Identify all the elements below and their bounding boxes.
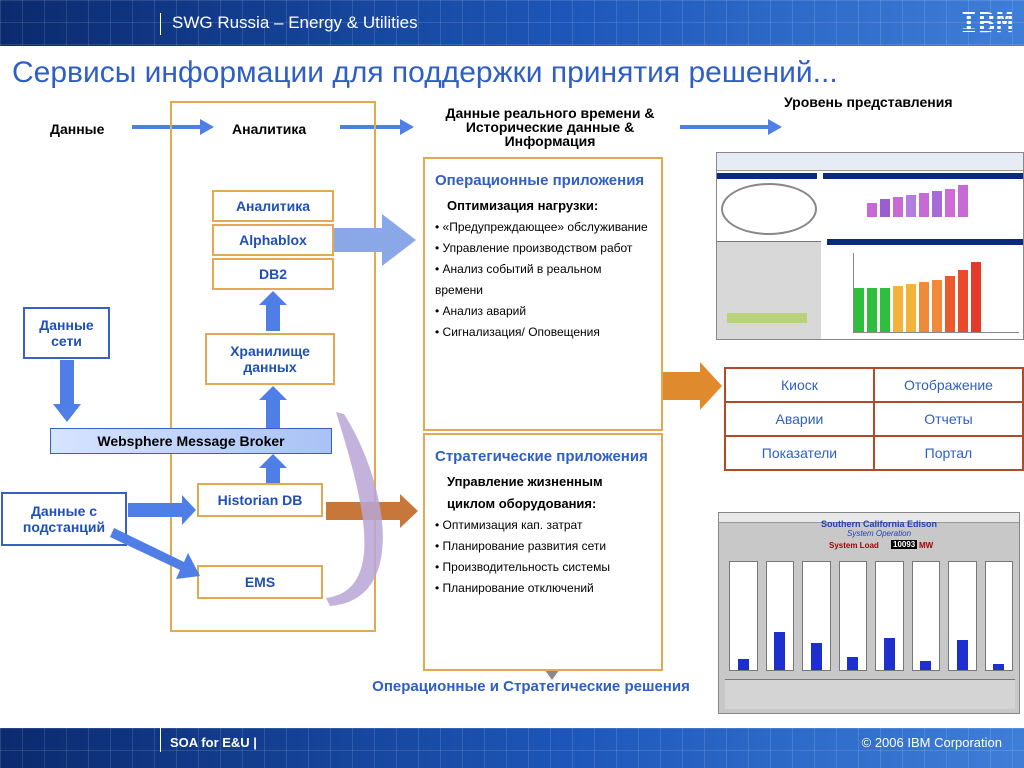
realtime-label: Данные реального времени & Исторические …: [445, 105, 655, 149]
network-data-box: Данные сети: [23, 307, 110, 359]
ems-box: EMS: [197, 565, 323, 599]
sce-load-unit: MW: [919, 541, 934, 550]
list-item: • Анализ событий в реальном времени: [435, 262, 602, 297]
presentation-grid: Киоск Отображение Аварии Отчеты Показате…: [724, 367, 1024, 471]
alphablox-box: Alphablox: [212, 224, 334, 256]
arrow-substation-ems: [110, 528, 200, 579]
operational-panel: Операционные приложения Оптимизация нагр…: [423, 157, 663, 431]
list-item: • Сигнализация/ Оповещения: [435, 325, 600, 339]
header-divider: [160, 13, 161, 35]
strategic-panel: Стратегические приложения Управление жиз…: [423, 433, 663, 671]
arrow-head: [400, 119, 414, 135]
list-item: • Управление производством работ: [435, 241, 633, 255]
arrow-down-head: [53, 404, 81, 422]
list-item: • Планирование отключений: [435, 581, 594, 595]
footer-left-text: SOA for E&U |: [170, 735, 257, 750]
arrow-alphablox-operational: [334, 214, 416, 266]
arrow-head: [200, 119, 214, 135]
strategic-subtitle: Управление жизненным циклом оборудования…: [447, 474, 603, 511]
sce-screenshot: Southern California Edison System Operat…: [718, 512, 1020, 714]
historian-box: Historian DB: [197, 483, 323, 517]
grid-cell-kiosk: Киоск: [724, 367, 875, 403]
sce-load-label: System Load: [829, 541, 879, 550]
ibm-logo: IBM: [960, 6, 1014, 39]
grid-cell-display: Отображение: [872, 367, 1024, 403]
operational-title: Операционные приложения: [435, 172, 645, 189]
arrow-data-analytics: [132, 125, 202, 129]
bottom-caption: Операционные и Стратегические решения: [372, 678, 690, 695]
grid-cell-reports: Отчеты: [872, 401, 1024, 437]
curved-feedback-arrow: [326, 412, 383, 606]
arrow-realtime-presentation: [680, 125, 770, 129]
substation-data-box: Данные с подстанций: [1, 492, 127, 546]
dashboard-screenshot: [716, 152, 1024, 340]
list-item: • Производительность системы: [435, 560, 610, 574]
arrow-head: [768, 119, 782, 135]
message-broker-bar: Websphere Message Broker: [50, 428, 332, 454]
arrow-up-db2: [259, 291, 287, 331]
slide-title: Сервисы информации для поддержки приняти…: [12, 56, 838, 89]
analytics-box: Аналитика: [212, 190, 334, 222]
list-item: • Планирование развития сети: [435, 539, 607, 553]
strategic-title: Стратегические приложения: [435, 448, 648, 465]
presentation-label: Уровень представления: [784, 94, 953, 110]
sce-title: Southern California Edison: [820, 519, 937, 529]
footer-divider: [160, 728, 161, 752]
operational-subtitle: Оптимизация нагрузки:: [447, 198, 599, 213]
footer-copyright: © 2006 IBM Corporation: [861, 735, 1002, 750]
arrow-up-warehouse: [259, 386, 287, 428]
analytics-frame: [170, 101, 376, 632]
arrow-down-shaft: [60, 360, 74, 406]
arrow-substation-historian: [128, 495, 196, 525]
arrow-to-presentation: [658, 362, 722, 410]
header-band: SWG Russia – Energy & Utilities IBM: [0, 0, 1024, 46]
sce-subtitle: System Operation: [846, 529, 912, 538]
db2-box: DB2: [212, 258, 334, 290]
header-title: SWG Russia – Energy & Utilities: [172, 13, 418, 32]
grid-cell-indicators: Показатели: [724, 435, 875, 471]
grid-cell-portal: Портал: [872, 435, 1024, 471]
data-label: Данные: [50, 121, 105, 137]
warehouse-box: Хранилище данных: [205, 333, 335, 385]
analytics-label: Аналитика: [232, 121, 307, 137]
list-item: • Анализ аварий: [435, 304, 527, 318]
list-item: • Оптимизация кап. затрат: [435, 518, 583, 532]
footer-band: SOA for E&U | © 2006 IBM Corporation: [0, 728, 1024, 768]
list-item: • «Предупреждающее» обслуживание: [435, 220, 648, 234]
arrow-analytics-realtime: [340, 125, 402, 129]
sce-load-value: 10093: [891, 540, 918, 549]
grid-cell-alarms: Аварии: [724, 401, 875, 437]
